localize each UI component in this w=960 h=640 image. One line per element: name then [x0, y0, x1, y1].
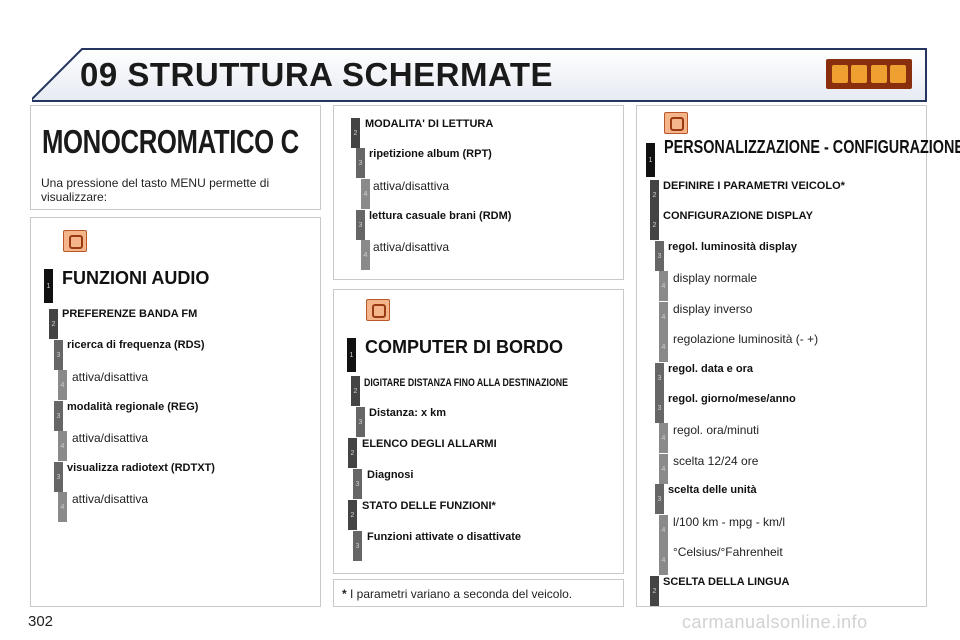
menu-item-brightness-adjust: regolazione luminosità (- +)	[673, 332, 819, 346]
level-marker: 3	[54, 340, 63, 370]
watermark: carmanualsonline.info	[682, 612, 868, 632]
menu-item-function-status: STATO DELLE FUNZIONI*	[362, 500, 496, 512]
menu-item-reg: modalità regionale (REG)	[67, 401, 199, 413]
level-marker: 4	[659, 302, 668, 332]
level-marker: 4	[659, 332, 668, 362]
level-marker: 3	[54, 401, 63, 431]
level-marker: 3	[356, 407, 365, 437]
menu-item-trip-computer: COMPUTER DI BORDO	[365, 337, 563, 357]
level-marker: 1	[44, 269, 53, 303]
menu-item-rdm: lettura casuale brani (RDM)	[369, 210, 512, 222]
header-banner	[32, 48, 927, 102]
menu-item-date-time: regol. data e ora	[668, 363, 753, 375]
level-marker: 2	[351, 118, 360, 148]
menu-item-toggle: attiva/disattiva	[373, 179, 450, 193]
level-marker: 4	[58, 370, 67, 400]
level-marker: 2	[351, 376, 360, 406]
level-marker: 3	[655, 363, 664, 393]
menu-item-functions-active: Funzioni attivate o disattivate	[367, 531, 522, 543]
menu-item-12-24: scelta 12/24 ore	[673, 454, 759, 468]
menu-item-fm-band-prefs: PREFERENZE BANDA FM	[62, 308, 198, 320]
level-marker: 3	[655, 241, 664, 271]
header-icon-strip	[826, 59, 912, 89]
footnote-text: I parametri variano a seconda del veicol…	[350, 587, 573, 601]
menu-item-toggle: attiva/disattiva	[72, 370, 149, 384]
trip-computer-panel	[333, 289, 624, 574]
menu-item-personalisation: PERSONALIZZAZIONE - CONFIGURAZIONE	[664, 137, 960, 157]
menu-item-audio-functions: FUNZIONI AUDIO	[62, 268, 210, 288]
menu-item-rds: ricerca di frequenza (RDS)	[67, 339, 205, 351]
phone-icon	[890, 65, 907, 83]
menu-item-temperature-units: °Celsius/°Fahrenheit	[673, 545, 783, 559]
menu-item-display-config: CONFIGURAZIONE DISPLAY	[663, 210, 813, 222]
level-marker: 4	[58, 492, 67, 522]
level-marker: 4	[659, 271, 668, 301]
intro-panel	[30, 105, 321, 210]
menu-item-toggle: attiva/disattiva	[373, 240, 450, 254]
menu-item-units: scelta delle unità	[668, 484, 757, 496]
menu-item-rdtxt: visualizza radiotext (RDTXT)	[67, 462, 215, 474]
menu-item-display-inverse: display inverso	[673, 302, 753, 316]
fuel-computer-icon	[366, 299, 390, 321]
settings-icon	[870, 65, 887, 83]
intro-text: Una pressione del tasto MENU permette di…	[41, 176, 270, 204]
footnote-panel	[333, 579, 624, 607]
display-type-title: MONOCROMATICO C	[42, 123, 299, 160]
level-marker: 4	[659, 545, 668, 575]
audio-settings-icon	[63, 230, 87, 252]
page-number: 302	[28, 613, 54, 630]
level-marker: 4	[361, 179, 370, 209]
audio-icon	[831, 65, 848, 83]
level-marker: 2	[650, 576, 659, 606]
menu-item-brightness: regol. luminosità display	[668, 241, 797, 253]
level-marker: 2	[348, 500, 357, 530]
menu-item-hour-minute: regol. ora/minuti	[673, 423, 760, 437]
menu-item-toggle: attiva/disattiva	[72, 492, 149, 506]
menu-item-rpt: ripetizione album (RPT)	[369, 148, 492, 160]
menu-item-reading-mode: MODALITA' DI LETTURA	[365, 118, 494, 130]
level-marker: 4	[659, 454, 668, 484]
menu-item-toggle: attiva/disattiva	[72, 431, 149, 445]
level-marker: 2	[650, 180, 659, 210]
level-marker: 2	[49, 309, 58, 339]
reading-mode-panel	[333, 105, 624, 280]
menu-item-language: SCELTA DELLA LINGUA	[663, 576, 790, 588]
configuration-panel	[636, 105, 927, 607]
menu-item-diagnosis: Diagnosi	[367, 469, 414, 481]
level-marker: 4	[361, 240, 370, 270]
menu-item-vehicle-params: DEFINIRE I PARAMETRI VEICOLO*	[663, 180, 845, 192]
menu-item-alarm-list: ELENCO DEGLI ALLARMI	[362, 438, 497, 450]
configuration-icon	[664, 112, 688, 134]
level-marker: 3	[356, 148, 365, 178]
level-marker: 1	[347, 338, 356, 372]
level-marker: 3	[54, 462, 63, 492]
level-marker: 4	[659, 423, 668, 453]
level-marker: 4	[58, 431, 67, 461]
level-marker: 3	[353, 531, 362, 561]
menu-item-distance: Distanza: x km	[369, 407, 447, 419]
menu-item-display-normal: display normale	[673, 271, 758, 285]
level-marker: 2	[348, 438, 357, 468]
footnote: * I parametri variano a seconda del veic…	[342, 587, 572, 601]
menu-item-day-month-year: regol. giorno/mese/anno	[668, 393, 796, 405]
audio-panel	[30, 217, 321, 607]
level-marker: 3	[353, 469, 362, 499]
footnote-star: *	[342, 587, 347, 601]
computer-icon	[851, 65, 868, 83]
level-marker: 2	[650, 210, 659, 240]
level-marker: 4	[659, 515, 668, 545]
page-title: 09 STRUTTURA SCHERMATE	[80, 56, 554, 93]
level-marker: 3	[655, 393, 664, 423]
menu-item-enter-distance: DIGITARE DISTANZA FINO ALLA DESTINAZIONE	[364, 377, 569, 389]
level-marker: 3	[356, 210, 365, 240]
level-marker: 3	[655, 484, 664, 514]
menu-item-consumption-units: l/100 km - mpg - km/l	[673, 515, 786, 529]
level-marker: 1	[646, 143, 655, 177]
